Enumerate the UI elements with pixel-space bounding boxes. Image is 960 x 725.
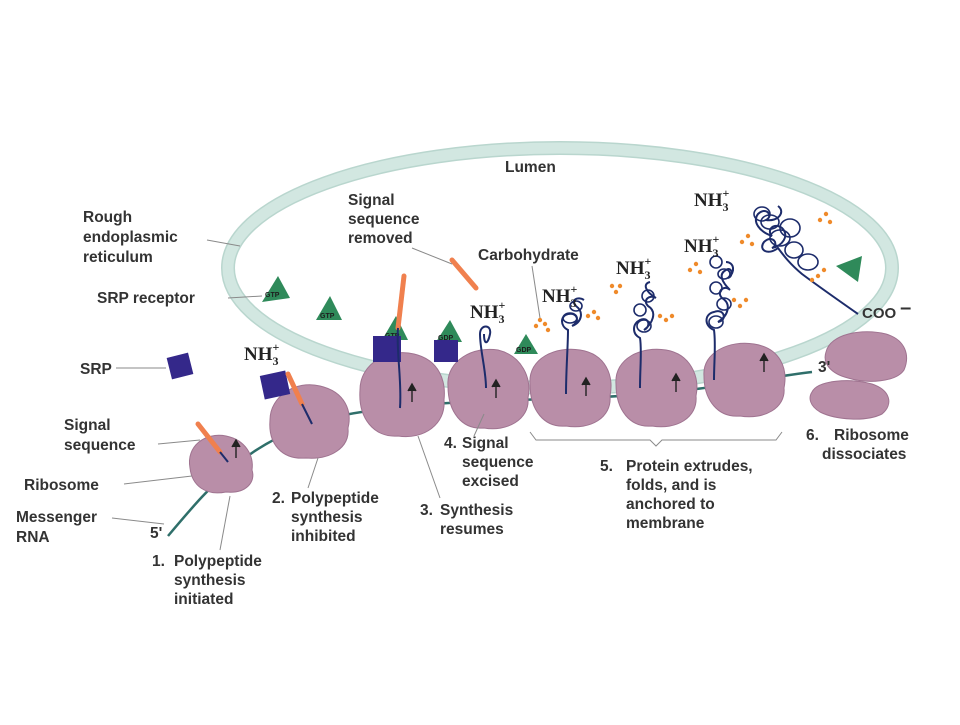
signal-peptide-removed — [449, 257, 479, 291]
chain-3 — [396, 327, 402, 409]
nh3-label-8: NH3+ — [694, 186, 730, 214]
lumen-label: Lumen — [505, 159, 556, 176]
step-3-number: 3. — [420, 502, 433, 519]
ribosome-subunit-small — [809, 380, 890, 420]
srp-particle-bound-3 — [373, 336, 401, 362]
step-5-text: Protein extrudes, folds, and is anchored… — [626, 458, 757, 532]
ribosome-2 — [269, 384, 350, 459]
rough-er-label: Rough endoplasmic reticulum — [83, 209, 182, 266]
step-3-leader — [417, 435, 441, 499]
nh3-label-2: NH3+ — [244, 340, 280, 368]
ribosome-leader — [123, 475, 193, 485]
signal-peptide-3 — [395, 273, 407, 331]
messenger-rna-label: Messenger RNA — [16, 509, 101, 546]
arrow-ribosome-5 — [581, 376, 591, 396]
nh3-label-5: NH3+ — [542, 282, 578, 310]
ribosome-arrows — [231, 352, 769, 458]
carbohydrate-chains — [533, 211, 833, 333]
step-6-number: 6. — [806, 427, 819, 444]
chain-1 — [219, 451, 229, 463]
chain-4 — [478, 325, 492, 389]
chain-6 — [633, 281, 657, 389]
srp-receptor-label: SRP receptor — [97, 290, 195, 307]
receptor-1 — [262, 276, 290, 302]
step-4-number: 4. — [444, 435, 457, 452]
nh3-label-6: NH3+ — [616, 254, 652, 282]
ribosome-6 — [615, 348, 698, 428]
srp-label: SRP — [80, 361, 112, 378]
amino-terminus-labels: NH3+ NH3+ NH3+ NH3+ NH3+ NH3+ — [244, 186, 730, 368]
signal-sequence-removed-label: Signal sequence removed — [348, 192, 424, 247]
rough-er-leader — [206, 239, 241, 247]
step-1-number: 1. — [152, 553, 165, 570]
ribosome-subunit-large — [824, 331, 908, 382]
carbohydrate-leader — [531, 265, 541, 319]
signal-peptide-2 — [285, 371, 305, 407]
signal-sequence-leader — [157, 439, 201, 445]
receptor-5 — [514, 334, 538, 354]
rough-er-line-3: reticulum — [83, 249, 153, 266]
srp-receptor-leader — [227, 295, 263, 299]
chain-8 — [754, 205, 859, 315]
receptor-4-tag: GDP — [438, 335, 454, 342]
polypeptide-chains — [219, 205, 859, 463]
three-prime-label: 3' — [818, 359, 830, 376]
rough-er-line-1: Rough — [83, 209, 132, 226]
ribosome-3 — [359, 352, 445, 438]
step-4-text: Signal sequence excised — [462, 435, 538, 490]
step-3-text: Synthesis resumes — [440, 502, 518, 538]
signal-removed-leader — [411, 247, 453, 265]
arrow-ribosome-6 — [671, 372, 681, 392]
arrow-ribosome-1 — [231, 438, 241, 458]
step-2-number: 2. — [272, 490, 285, 507]
step-6-text: Ribosome dissociates — [822, 427, 913, 463]
signal-sequence-label: Signal sequence — [64, 417, 136, 454]
arrow-ribosome-3 — [407, 382, 417, 402]
ribosome-5 — [529, 348, 612, 428]
step-1-leader — [219, 495, 231, 551]
messenger-rna-leader — [111, 517, 165, 525]
receptor-3 — [382, 316, 408, 340]
ribosome-7 — [703, 342, 786, 418]
step-2-leader — [307, 457, 319, 489]
arrow-ribosome-7 — [759, 352, 769, 372]
nh3-label-4: NH3+ — [470, 298, 506, 326]
ribosome-4 — [447, 348, 530, 430]
signal-peptides — [195, 257, 479, 455]
ribosome-1 — [188, 434, 254, 494]
receptor-2-tag: GTP — [320, 313, 335, 320]
signal-peptide-1 — [195, 421, 223, 455]
rough-er-line-2: endoplasmic — [83, 229, 178, 246]
nh3-label-7: NH3+ — [684, 232, 720, 260]
arrow-ribosome-4 — [491, 378, 501, 398]
carbohydrate-label: Carbohydrate — [478, 247, 579, 264]
chain-2 — [301, 403, 313, 425]
receptor-4 — [436, 320, 462, 342]
step-5-bracket — [529, 431, 783, 447]
ribosome-label: Ribosome — [24, 477, 99, 494]
five-prime-label: 5' — [150, 525, 162, 542]
carboxyl-terminus-label: COO– — [862, 297, 911, 322]
receptor-1-tag: GTP — [265, 292, 280, 299]
receptor-6 — [836, 256, 862, 282]
receptor-5-tag: GDP — [516, 347, 532, 354]
srp-particle-bound-2 — [259, 370, 291, 400]
folded-protein-loops — [562, 206, 819, 333]
step-5-number: 5. — [600, 458, 613, 475]
srp-particle-free — [166, 352, 194, 380]
step-2-text: Polypeptide synthesis inhibited — [291, 490, 383, 545]
step-4-leader — [473, 413, 485, 437]
srp-particle-released — [434, 340, 458, 362]
step-1-text: Polypeptide synthesis initiated — [174, 553, 266, 608]
receptor-2 — [316, 296, 342, 320]
